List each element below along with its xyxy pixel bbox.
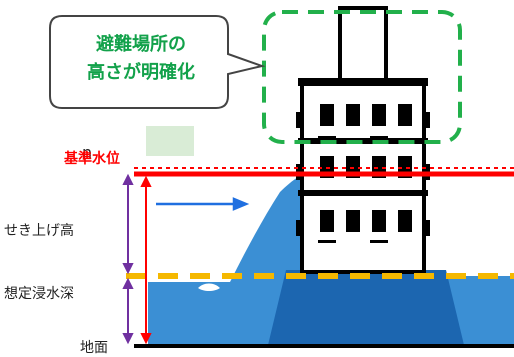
- standard-water-level-label: 基準水位: [64, 151, 120, 167]
- water-left: [148, 282, 280, 345]
- highlight-box: [262, 10, 462, 144]
- ground-label: 地面: [80, 340, 108, 356]
- callout-text: 避難場所の 高さが明確化: [52, 31, 230, 87]
- water-surge: [230, 176, 300, 282]
- callout-line-2: 高さが明確化: [87, 62, 195, 83]
- faint-box: [146, 126, 194, 156]
- callout-line-1: 避難場所の: [96, 34, 186, 55]
- depth-brackets: [122, 173, 134, 345]
- stray-char: n: [82, 143, 93, 162]
- flow-arrow: [156, 197, 250, 211]
- seki-age-height-label: せき上げ高: [4, 223, 74, 239]
- building: [296, 6, 430, 274]
- assumed-depth-label: 想定浸水深: [4, 286, 74, 302]
- total-height-bracket: [140, 175, 152, 345]
- callout-bubble: [49, 15, 266, 109]
- water-foam: [198, 283, 220, 291]
- building-foundation: [268, 270, 464, 345]
